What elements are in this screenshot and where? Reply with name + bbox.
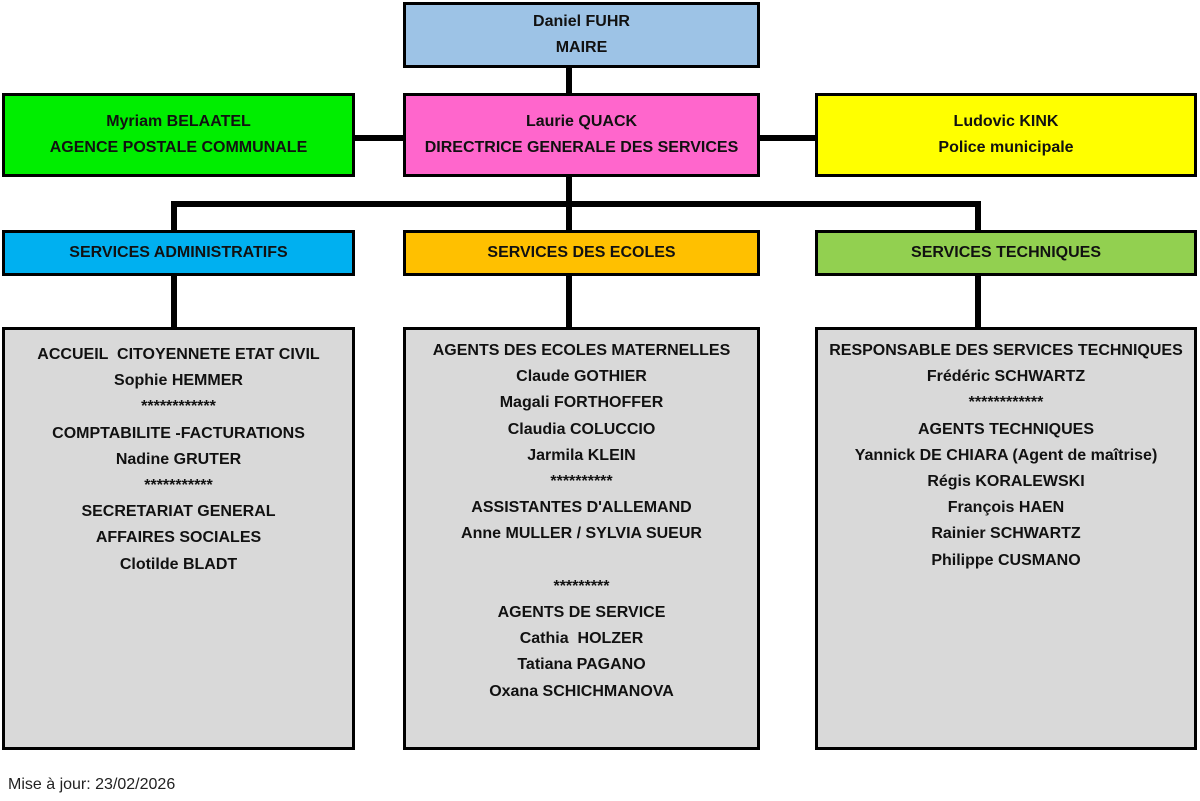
service-line: ACCUEIL CITOYENNETE ETAT CIVIL [37,346,320,363]
connector-dgs-police [760,135,816,141]
service-header-ecoles: SERVICES DES ECOLES [403,230,760,276]
service-line: Frédéric SCHWARTZ [926,368,1086,386]
connector-tech-content [975,274,981,328]
connector-to-admin [171,201,177,231]
service-line: *********** [144,477,213,495]
connector-admin-content [171,274,177,328]
service-line: Yannick DE CHIARA (Agent de maîtrise) [854,446,1158,464]
service-line: Magali FORTHOFFER [499,394,664,412]
service-line: Régis KORALEWSKI [927,473,1085,491]
service-line: ********** [550,473,613,491]
service-line: Philippe CUSMANO [931,551,1081,569]
agence-name: Myriam BELAATEL [106,113,251,130]
maire-role: MAIRE [555,39,608,56]
service-line: Sophie HEMMER [114,372,243,390]
agence-role: AGENCE POSTALE COMMUNALE [49,139,308,156]
service-line: Anne MULLER / SYLVIA SUEUR [461,525,702,543]
service-line: Clotilde BLADT [119,555,238,573]
service-content-admin: ACCUEIL CITOYENNETE ETAT CIVIL Sophie HEM… [2,327,355,750]
connector-to-tech [975,201,981,231]
service-line: COMPTABILITE -FACTURATIONS [52,424,305,442]
service-line: Cathia HOLZER [519,630,644,648]
service-line: Claudia COLUCCIO [507,420,656,438]
service-line: SECRETARIAT GENERAL [81,503,276,521]
police-box: Ludovic KINK Police municipale [815,93,1197,177]
service-line: ********* [553,577,610,595]
service-title: SERVICES ADMINISTRATIFS [69,244,288,261]
maire-box: Daniel FUHR MAIRE [403,2,760,68]
connector-horizontal [171,201,981,207]
service-content-ecoles: AGENTS DES ECOLES MATERNELLES Claude GOTH… [403,327,760,750]
service-line: AGENTS TECHNIQUES [917,420,1094,438]
police-role: Police municipale [938,139,1074,156]
police-name: Ludovic KINK [953,113,1059,130]
connector-agence-dgs [354,135,404,141]
service-line: ASSISTANTES D'ALLEMAND [471,499,692,517]
service-title: SERVICES DES ECOLES [487,244,676,261]
service-line: François HAEN [947,499,1065,517]
service-line: Claude GOTHIER [516,368,647,386]
service-line: AGENTS DE SERVICE [497,604,666,622]
service-line: Nadine GRUTER [115,450,242,468]
service-line: ************ [141,398,216,416]
service-line: AGENTS DES ECOLES MATERNELLES [432,342,731,359]
service-line: Rainier SCHWARTZ [931,525,1081,543]
dgs-box: Laurie QUACK DIRECTRICE GENERALE DES SER… [403,93,760,177]
service-line: Jarmila KLEIN [527,446,636,464]
connector-ecoles-content [566,274,572,328]
dgs-name: Laurie QUACK [525,113,638,130]
service-line: AFFAIRES SOCIALES [95,529,262,547]
maire-name: Daniel FUHR [533,13,630,30]
dgs-role: DIRECTRICE GENERALE DES SERVICES [424,139,739,156]
update-date: Mise à jour: 23/02/2026 [8,776,176,793]
service-line: ************ [968,394,1044,412]
service-line [579,548,583,574]
service-line: RESPONSABLE DES SERVICES TECHNIQUES [829,342,1183,359]
connector-maire-dgs [566,66,572,94]
service-line: Oxana SCHICHMANOVA [489,682,674,700]
service-title: SERVICES TECHNIQUES [911,244,1101,261]
service-content-tech: RESPONSABLE DES SERVICES TECHNIQUES Frédé… [815,327,1197,750]
agence-box: Myriam BELAATEL AGENCE POSTALE COMMUNALE [2,93,355,177]
service-header-tech: SERVICES TECHNIQUES [815,230,1197,276]
service-header-admin: SERVICES ADMINISTRATIFS [2,230,355,276]
service-line: Tatiana PAGANO [517,656,646,674]
